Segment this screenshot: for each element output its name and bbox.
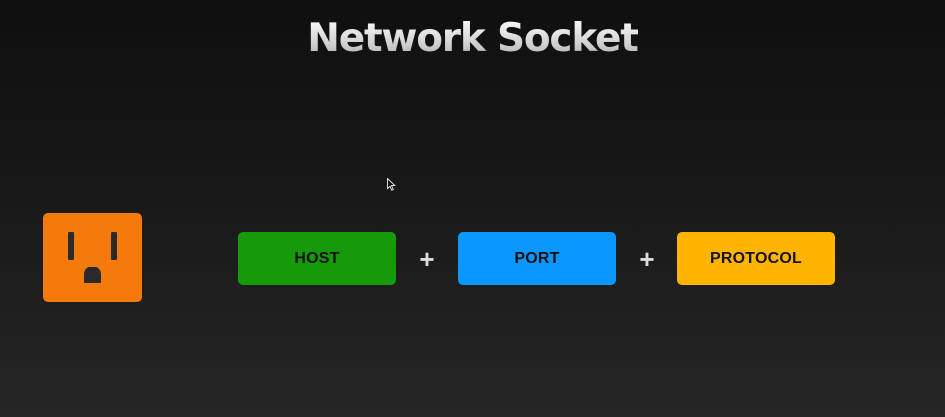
protocol-box: PROTOCOL (677, 232, 835, 285)
port-label: PORT (514, 249, 560, 267)
slide-title: Network Socket (0, 16, 945, 61)
outlet-right-slot (111, 232, 117, 260)
mouse-pointer-icon (387, 178, 396, 191)
plus-operator: + (639, 244, 655, 274)
host-box: HOST (238, 232, 396, 285)
outlet-left-slot (68, 232, 74, 260)
plus-operator: + (419, 244, 435, 274)
host-label: HOST (294, 249, 340, 267)
outlet-ground-hole (84, 267, 101, 283)
port-box: PORT (458, 232, 616, 285)
outlet-ground-shape (84, 267, 101, 283)
protocol-label: PROTOCOL (710, 249, 802, 267)
power-outlet-icon (43, 213, 142, 302)
